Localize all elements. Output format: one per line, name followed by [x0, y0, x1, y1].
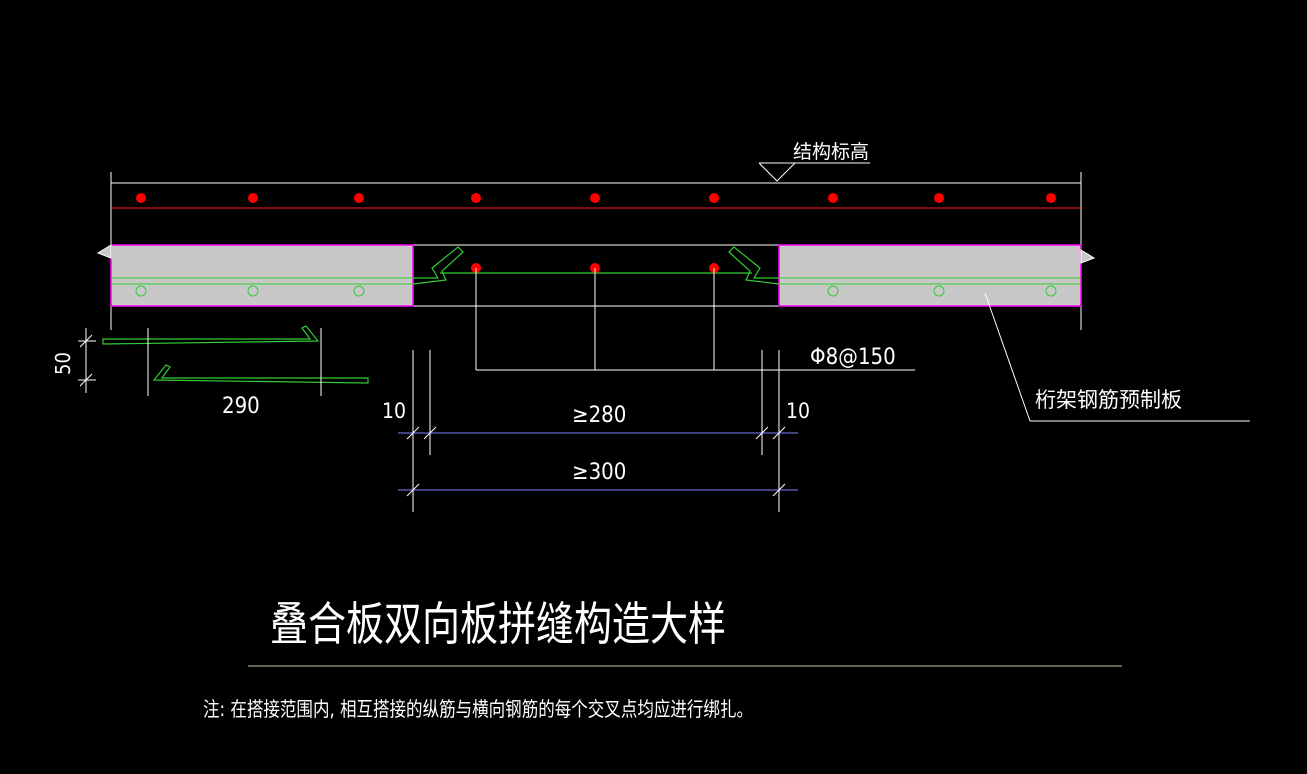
panel-leader — [984, 292, 1250, 422]
joint-hooked-bars — [412, 246, 780, 285]
rebar-spec-label: Φ8@150 — [810, 345, 896, 370]
right-precast-panel — [778, 244, 1096, 307]
rebar-dot — [934, 193, 944, 203]
panel-rebar-circle — [135, 285, 147, 297]
panel-rebar-circle — [1045, 285, 1057, 297]
rebar-dot — [709, 193, 719, 203]
right-hook-bar — [728, 246, 780, 285]
elevation-marker — [758, 162, 870, 182]
lap-height-label: 50 — [51, 352, 75, 375]
precast-panel-label: 桁架钢筋预制板 — [1035, 388, 1182, 412]
rebar-dot — [590, 193, 600, 203]
joint-dimensions — [398, 432, 798, 491]
gap-outer-label: ≥300 — [572, 460, 626, 485]
dim-extension-lines — [406, 350, 786, 512]
left-hook-bar — [412, 246, 464, 285]
lap-length-label: 290 — [222, 394, 260, 419]
rebar-dot — [471, 193, 481, 203]
gap-left-label: 10 — [382, 399, 406, 423]
joint-rebar-dots — [471, 263, 719, 273]
right-break-mark — [1080, 249, 1096, 264]
panel-rebar-circle — [933, 285, 945, 297]
lap-bar-upper — [102, 325, 320, 345]
rebar-leader — [475, 268, 915, 371]
panel-rebar-circle — [827, 285, 839, 297]
rebar-dot — [828, 193, 838, 203]
rebar-dot — [1046, 193, 1056, 203]
gap-inner-label: ≥280 — [572, 403, 626, 428]
elevation-triangle — [758, 162, 796, 182]
lap-splice-detail — [78, 325, 369, 396]
left-break-mark — [96, 244, 112, 259]
rebar-dot — [248, 193, 258, 203]
left-precast-panel — [96, 244, 414, 307]
elevation-label: 结构标高 — [793, 141, 869, 163]
left-panel-body — [110, 244, 414, 307]
rebar-dot — [354, 193, 364, 203]
lap-bar-lower — [152, 364, 369, 384]
panel-rebar-circle — [247, 285, 259, 297]
top-rebar-dots — [136, 193, 1056, 203]
rebar-dot — [136, 193, 146, 203]
gap-right-label: 10 — [786, 399, 810, 423]
drawing-title: 叠合板双向板拼缝构造大样 — [270, 597, 726, 651]
panel-rebar-circle — [353, 285, 365, 297]
right-panel-body — [778, 244, 1082, 307]
drawing-note: 注: 在搭接范围内, 相互搭接的纵筋与横向钢筋的每个交叉点均应进行绑扎。 — [203, 697, 753, 721]
